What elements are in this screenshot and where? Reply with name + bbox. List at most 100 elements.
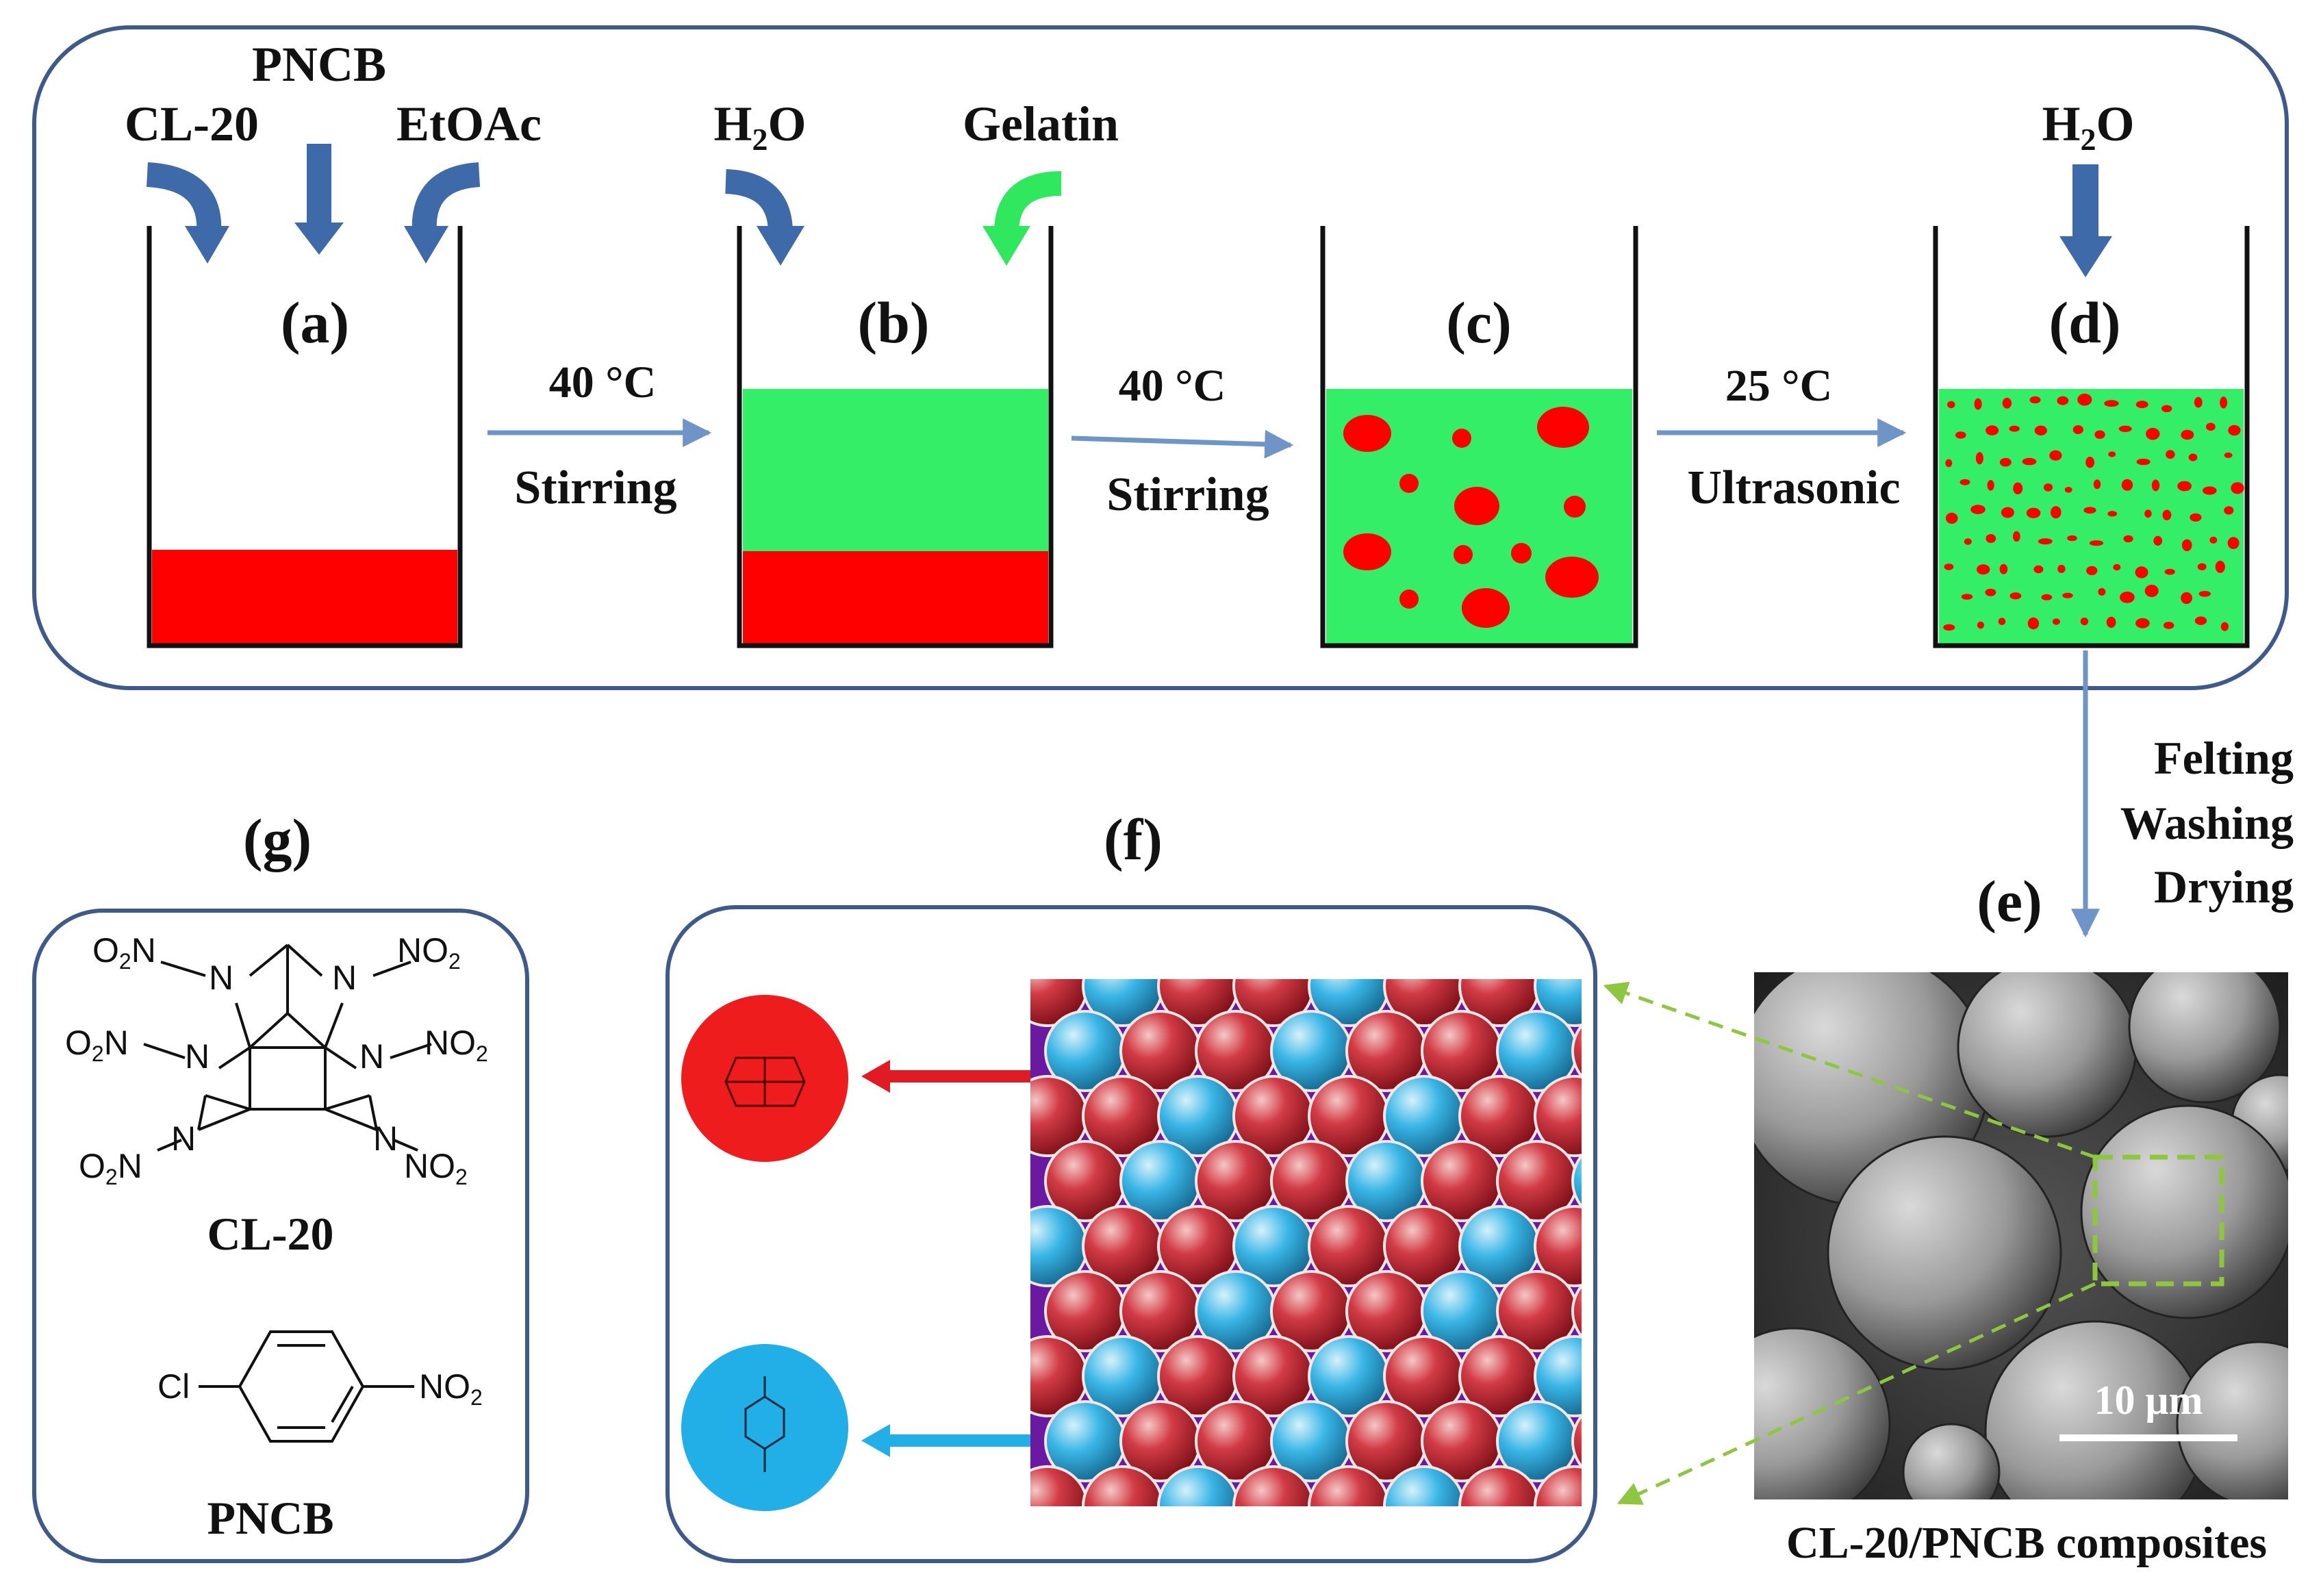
droplet xyxy=(2121,479,2133,491)
beaker-d: (d) xyxy=(1933,226,2250,648)
droplet xyxy=(1947,401,1955,409)
cl20-atom-o2n-2: O2N xyxy=(65,1024,129,1066)
droplet xyxy=(2161,405,2172,412)
droplet xyxy=(1986,534,1996,543)
droplets-d xyxy=(1943,393,2244,631)
beaker-icon xyxy=(1933,226,2250,648)
droplet xyxy=(2072,425,2083,434)
blue-pointer-head xyxy=(861,1424,890,1457)
droplet xyxy=(2049,450,2062,461)
beaker-b: (b) xyxy=(737,226,1054,648)
reagent-arrow-icon xyxy=(146,162,222,234)
pncb-mini-structure xyxy=(744,1376,785,1472)
droplet xyxy=(1959,479,1970,485)
sem-zoom-box xyxy=(2092,1154,2224,1287)
droplet xyxy=(1943,624,1955,631)
droplet xyxy=(2163,622,2174,629)
cl20-structure: O2N N N NO2 O2N N N NO2 N N O2N NO2 xyxy=(65,931,488,1189)
post-drying: Drying xyxy=(2154,861,2294,913)
transition-2-temp: 40 °C xyxy=(1119,361,1226,411)
droplet xyxy=(2022,457,2037,466)
droplet xyxy=(1985,588,1996,596)
reagent-cl20: CL-20 xyxy=(125,97,259,151)
droplet xyxy=(1974,398,1982,410)
reagent-gelatin: Gelatin xyxy=(963,97,1119,151)
droplet xyxy=(1999,563,2008,574)
red-pointer-head xyxy=(861,1060,890,1093)
droplet xyxy=(2215,561,2225,573)
droplet xyxy=(1999,457,2012,467)
pncb-structure: Cl NO2 xyxy=(157,1330,483,1443)
panel-f-frame xyxy=(665,905,1597,1563)
droplet xyxy=(2123,535,2133,543)
droplet xyxy=(1955,431,1966,439)
droplet xyxy=(2106,616,2116,628)
droplet xyxy=(2080,618,2089,626)
droplet xyxy=(2228,425,2241,436)
droplet xyxy=(2077,393,2092,406)
cl20-atom-no2-1: NO2 xyxy=(397,931,461,974)
droplet xyxy=(1977,621,1984,629)
beaker-icon xyxy=(737,226,1054,648)
pncb-molecule-sphere xyxy=(681,1344,848,1511)
cl20-atom-n-3: N xyxy=(185,1037,210,1076)
reagent-arrow-icon xyxy=(724,169,793,233)
aqueous-phase-b xyxy=(743,389,1048,551)
droplet xyxy=(2107,511,2118,517)
droplet xyxy=(2052,618,2060,625)
beaker-icon xyxy=(1320,226,1638,648)
sphere-icon xyxy=(1308,1465,1390,1506)
droplet xyxy=(2181,592,2193,605)
step-label-b: (b) xyxy=(857,290,929,355)
droplet xyxy=(1998,618,2006,625)
cl20-atom-o2n-3: O2N xyxy=(79,1147,142,1189)
step-label-e: (e) xyxy=(1977,868,2042,934)
droplet xyxy=(2113,563,2121,571)
droplet xyxy=(2203,486,2217,495)
step-label-g: (g) xyxy=(243,807,312,872)
sphere-icon xyxy=(1571,1284,1582,1339)
reagent-arrow-icon xyxy=(294,223,344,255)
droplet xyxy=(2177,481,2192,492)
droplet xyxy=(2086,566,2098,576)
sphere-icon xyxy=(1082,1465,1164,1506)
cl20-atom-n-1: N xyxy=(209,959,233,997)
droplet xyxy=(2108,451,2116,457)
step-label-f: (f) xyxy=(1104,807,1163,872)
transition-3-method: Ultrasonic xyxy=(1687,461,1900,514)
reagent-water-d: H2O xyxy=(2042,97,2134,157)
droplet xyxy=(2197,563,2207,570)
droplet xyxy=(1977,564,1990,575)
panel-g-frame xyxy=(32,909,529,1563)
droplet xyxy=(2220,622,2229,631)
droplet xyxy=(2029,396,2041,404)
droplet xyxy=(1970,505,1986,514)
beaker-c: (c) xyxy=(1320,226,1638,648)
transition-2-method: Stirring xyxy=(1106,468,1269,521)
organic-phase-b xyxy=(743,551,1048,644)
beaker-a: (a) xyxy=(147,226,463,648)
droplet xyxy=(2224,452,2233,458)
droplet xyxy=(2094,430,2105,439)
cl20-atom-no2-3: NO2 xyxy=(404,1147,468,1189)
droplet xyxy=(2013,482,2023,494)
droplet xyxy=(2144,585,2159,597)
droplet xyxy=(2190,513,2202,522)
droplet xyxy=(2027,617,2040,630)
droplet xyxy=(2120,592,2135,603)
droplet xyxy=(1964,538,1972,545)
droplets-c xyxy=(1343,407,1599,628)
sphere-icon xyxy=(1458,1465,1540,1506)
beaker-icon xyxy=(147,226,463,648)
droplet xyxy=(2062,592,2073,598)
organic-phase-a xyxy=(152,550,457,644)
process-frame xyxy=(32,25,2289,690)
sphere-icon xyxy=(1571,1414,1582,1469)
composite-illustration xyxy=(1030,979,1582,1506)
droplet xyxy=(2038,538,2053,545)
sem-image: 10 μm xyxy=(1754,972,2288,1499)
sphere-icon xyxy=(1157,1465,1239,1506)
droplet xyxy=(2166,450,2175,459)
droplet xyxy=(2057,396,2069,405)
droplet xyxy=(2118,425,2132,432)
